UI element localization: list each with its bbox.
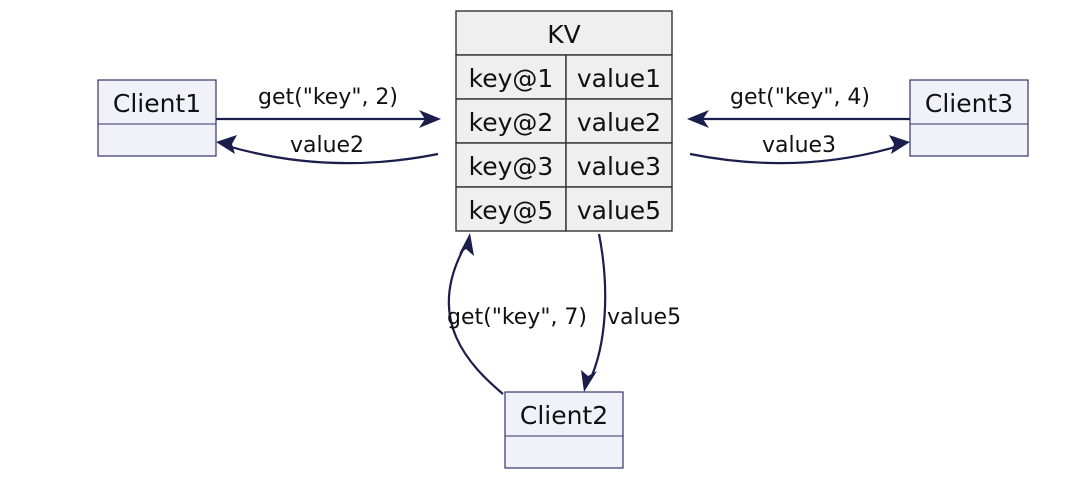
client3-box: [909, 79, 1029, 157]
edge-client1-request: get("key", 2): [216, 85, 441, 128]
edge-label: get("key", 2): [258, 85, 398, 110]
client2-node: Client2: [504, 391, 624, 469]
client3-label: Client3: [925, 89, 1013, 118]
edge-label: value2: [290, 133, 364, 158]
arrowhead-icon: [581, 370, 597, 392]
client3-node: Client3: [909, 79, 1029, 157]
kv-value: value5: [577, 196, 661, 225]
arrowhead-icon: [419, 110, 441, 128]
edge-client3-response: value3: [689, 133, 910, 165]
kv-key: key@5: [469, 196, 554, 225]
kv-row-3: key@3 value3: [455, 142, 673, 188]
edge-line: [588, 233, 607, 381]
kv-row-4: key@5 value5: [455, 186, 673, 232]
kv-value: value3: [577, 152, 661, 181]
kv-value: value2: [577, 108, 661, 137]
edge-client2-response: value5: [581, 233, 681, 392]
edge-label: get("key", 4): [730, 85, 870, 110]
arrowhead-icon: [459, 233, 474, 256]
kv-title: KV: [547, 20, 581, 49]
client1-node: Client1: [97, 79, 217, 157]
kv-key-cell: [455, 142, 567, 188]
kv-key: key@3: [469, 152, 554, 181]
kv-row-2: key@2 value2: [455, 98, 673, 144]
kv-value-cell: [565, 186, 673, 232]
arrowhead-icon: [687, 110, 709, 128]
client1-label: Client1: [113, 89, 201, 118]
edge-line: [223, 143, 439, 165]
edge-label: value3: [762, 133, 836, 158]
arrowhead-icon: [216, 135, 237, 154]
kv-key-cell: [455, 54, 567, 100]
edge-client3-request: get("key", 4): [687, 85, 910, 128]
edge-client2-request: get("key", 7): [447, 233, 587, 395]
kv-row-1: key@1 value1: [455, 54, 673, 100]
edge-label: value5: [607, 305, 681, 330]
kv-key: key@2: [469, 108, 554, 137]
client2-box: [504, 391, 624, 469]
kv-value: value1: [577, 64, 661, 93]
edge-line: [689, 143, 903, 165]
edge-client1-response: value2: [216, 133, 439, 165]
kv-key: key@1: [469, 64, 554, 93]
kv-title-cell: [455, 10, 673, 56]
arrowhead-icon: [889, 135, 910, 154]
client2-label: Client2: [520, 401, 608, 430]
client1-box: [97, 79, 217, 157]
kv-table: KV key@1 value1 key@2 value2 key@3 value…: [455, 10, 673, 232]
kv-key-cell: [455, 186, 567, 232]
edge-line: [447, 245, 504, 395]
edge-label: get("key", 7): [447, 305, 587, 330]
